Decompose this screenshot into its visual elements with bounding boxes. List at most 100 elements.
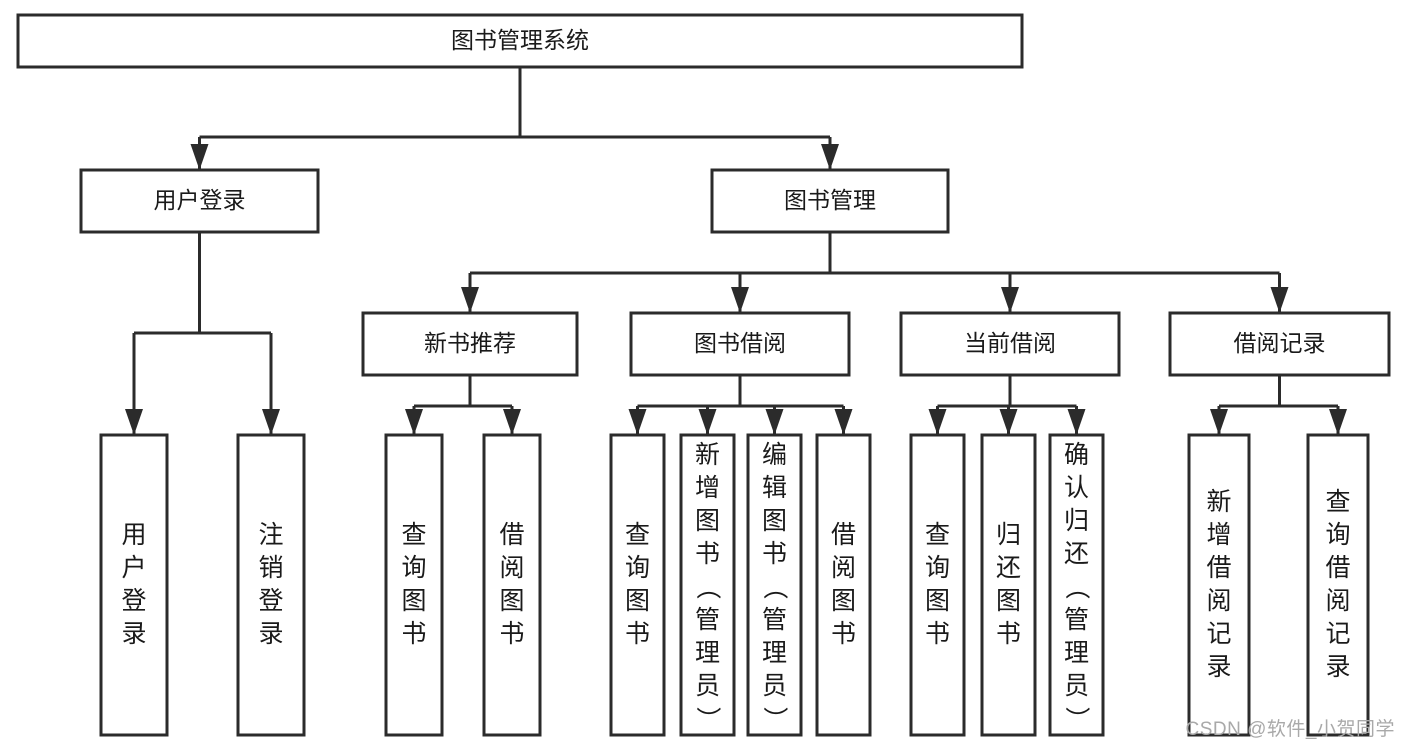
node-book-borrow[interactable]: 图书借阅 — [629, 311, 851, 377]
svg-text:归: 归 — [1064, 507, 1089, 535]
node-book-management[interactable]: 图书管理 — [710, 168, 950, 234]
svg-text:（: （ — [1063, 574, 1091, 599]
arrow-head-icon — [1270, 287, 1289, 313]
node-new-book-recommend[interactable]: 新书推荐 — [361, 311, 579, 377]
arrow-head-icon — [190, 144, 209, 170]
node-borrow-record[interactable]: 借阅记录 — [1168, 311, 1391, 377]
svg-text:询: 询 — [925, 554, 950, 582]
node-label-user-login-do: 用户登录 — [121, 521, 146, 648]
node-box-edit-book-admin — [746, 433, 803, 737]
svg-text:注: 注 — [258, 521, 283, 549]
svg-text:借: 借 — [1206, 554, 1231, 582]
arrow-head-icon — [1329, 409, 1347, 435]
arrow-head-icon — [928, 409, 947, 435]
svg-text:图: 图 — [762, 507, 787, 535]
node-box-add-book-admin — [679, 433, 736, 737]
svg-text:书: 书 — [625, 620, 650, 648]
node-label-new-book-recommend: 新书推荐 — [424, 330, 516, 356]
node-box-current-borrow — [899, 311, 1121, 377]
svg-text:录: 录 — [258, 620, 283, 648]
svg-text:阅: 阅 — [1325, 587, 1350, 615]
node-box-user-login — [79, 168, 320, 234]
svg-text:用: 用 — [121, 521, 146, 549]
svg-text:户: 户 — [121, 554, 146, 582]
svg-text:管: 管 — [1064, 606, 1089, 634]
node-box-user-login-do — [99, 433, 169, 737]
arrow-head-icon — [628, 409, 647, 435]
svg-text:记: 记 — [1206, 620, 1231, 648]
svg-text:查: 查 — [401, 521, 426, 549]
svg-text:）: ） — [761, 706, 789, 731]
node-label-borrow-record: 借阅记录 — [1234, 330, 1326, 356]
node-box-root — [16, 13, 1024, 69]
node-label-root: 图书管理系统 — [451, 27, 589, 53]
svg-text:增: 增 — [695, 474, 720, 502]
svg-text:借: 借 — [499, 521, 524, 549]
svg-text:员: 员 — [762, 672, 787, 700]
svg-text:新: 新 — [695, 441, 720, 469]
node-user-login[interactable]: 用户登录 — [79, 168, 320, 234]
svg-text:记: 记 — [1325, 620, 1350, 648]
svg-text:还: 还 — [1064, 540, 1089, 568]
svg-text:书: 书 — [695, 540, 720, 568]
svg-text:）: ） — [1063, 706, 1091, 731]
arrow-head-icon — [262, 409, 280, 435]
svg-text:阅: 阅 — [499, 554, 524, 582]
svg-text:图: 图 — [401, 587, 426, 615]
svg-text:还: 还 — [996, 554, 1021, 582]
svg-text:询: 询 — [401, 554, 426, 582]
node-box-return-book — [980, 433, 1037, 737]
svg-text:登: 登 — [121, 587, 146, 615]
svg-text:书: 书 — [762, 540, 787, 568]
node-root[interactable]: 图书管理系统 — [16, 13, 1024, 69]
svg-text:新: 新 — [1206, 488, 1231, 516]
svg-text:图: 图 — [625, 587, 650, 615]
connector-lines — [125, 67, 1347, 435]
svg-text:书: 书 — [401, 620, 426, 648]
arrow-head-icon — [834, 409, 853, 435]
node-box-borrow-book-2 — [815, 433, 872, 737]
node-label-current-borrow: 当前借阅 — [964, 330, 1056, 356]
svg-text:理: 理 — [695, 639, 720, 667]
svg-text:图: 图 — [695, 507, 720, 535]
node-box-borrow-book-1 — [482, 433, 542, 737]
node-user-login-do[interactable]: 用户登录 — [99, 433, 169, 737]
node-current-borrow[interactable]: 当前借阅 — [899, 311, 1121, 377]
svg-text:员: 员 — [1064, 672, 1089, 700]
svg-text:图: 图 — [499, 587, 524, 615]
svg-text:认: 认 — [1064, 474, 1089, 502]
svg-text:编: 编 — [762, 441, 787, 469]
svg-text:理: 理 — [762, 639, 787, 667]
arrow-head-icon — [405, 409, 423, 435]
svg-text:归: 归 — [996, 521, 1021, 549]
svg-text:）: ） — [694, 706, 722, 731]
svg-text:查: 查 — [1325, 488, 1350, 516]
node-label-user-login: 用户登录 — [154, 187, 246, 213]
svg-text:确: 确 — [1064, 441, 1089, 469]
arrow-head-icon — [125, 409, 143, 435]
svg-text:书: 书 — [996, 620, 1021, 648]
svg-text:录: 录 — [1325, 653, 1350, 681]
svg-text:图: 图 — [831, 587, 856, 615]
arrow-head-icon — [1067, 409, 1086, 435]
